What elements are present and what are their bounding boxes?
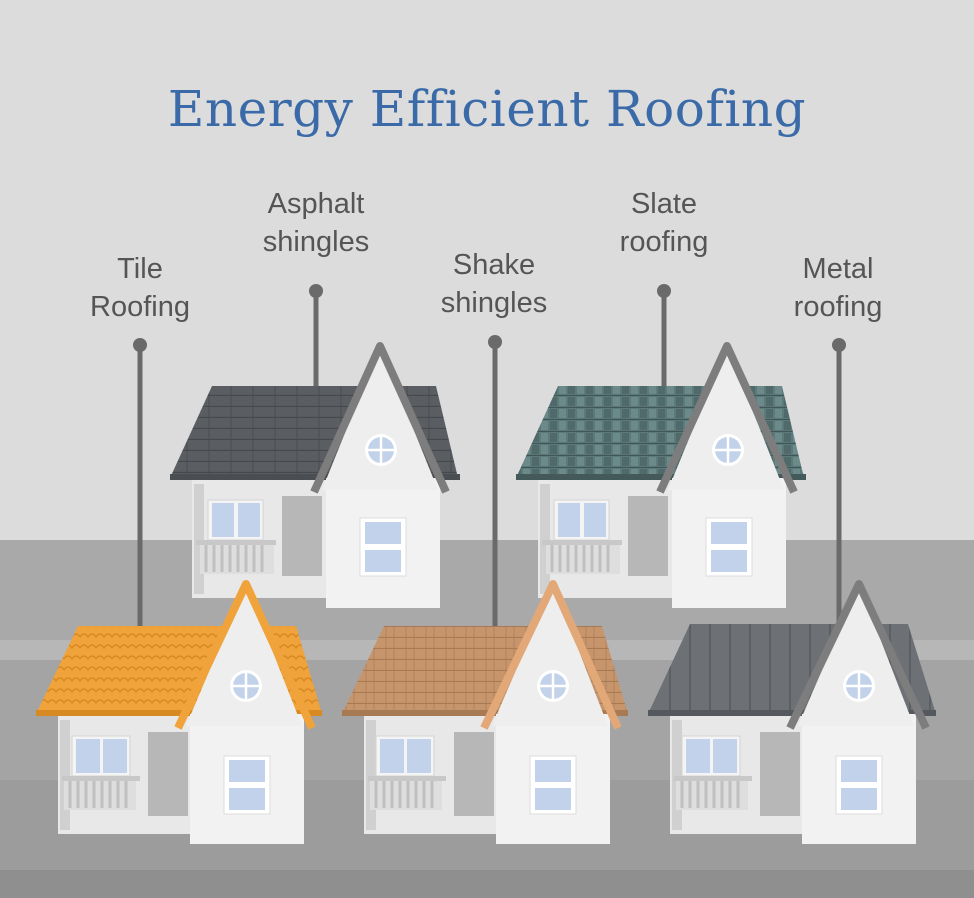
label-metal-roofing: Metal roofing <box>738 250 938 326</box>
label-tile-roofing: Tile Roofing <box>40 250 240 326</box>
label-line: Slate <box>630 188 698 220</box>
metal-house <box>648 580 936 844</box>
label-line: Shake <box>452 249 536 281</box>
label-line: roofing <box>619 226 709 258</box>
shake-house <box>342 580 628 844</box>
label-line: roofing <box>793 291 883 323</box>
label-slate-roofing: Slate roofing <box>564 185 764 261</box>
label-line: Metal <box>802 253 874 285</box>
label-asphalt-shingles: Asphalt shingles <box>216 185 416 261</box>
tile-house <box>36 580 322 844</box>
label-line: Roofing <box>90 291 190 323</box>
label-line: shingles <box>440 287 548 319</box>
label-line: shingles <box>262 226 370 258</box>
page-title: Energy Efficient Roofing <box>167 80 807 138</box>
label-shake-shingles: Shake shingles <box>394 246 594 322</box>
asphalt-house <box>170 342 460 608</box>
slate-house <box>516 342 806 608</box>
label-line: Tile <box>117 253 163 285</box>
label-line: Asphalt <box>267 188 365 220</box>
